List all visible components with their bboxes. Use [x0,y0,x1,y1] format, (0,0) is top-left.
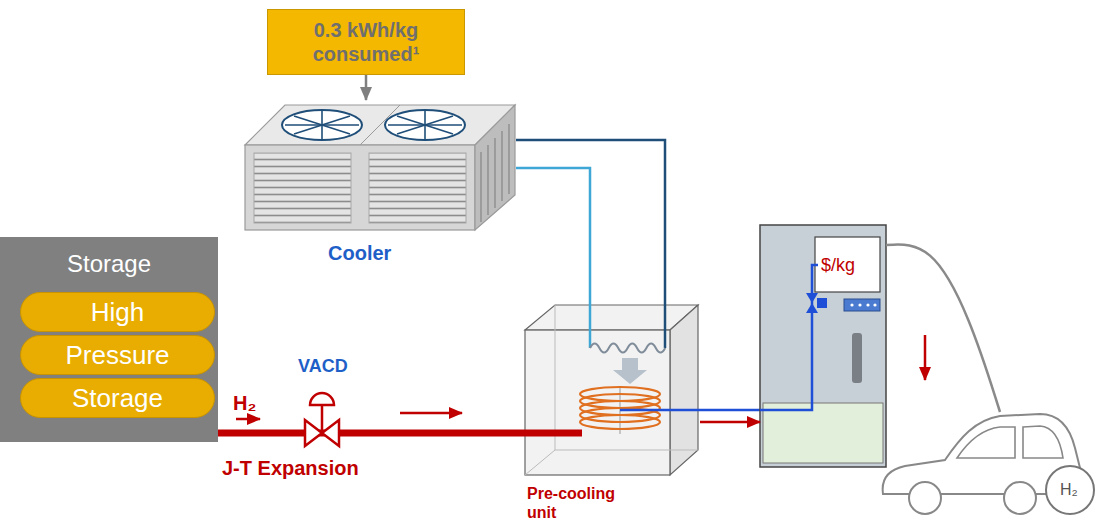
dispenser-illustration-part [815,237,880,292]
energy-callout-box: 0.3 kWh/kg consumed¹ [267,9,465,75]
pre-cooling-cube-part [613,358,647,384]
pre-cooling-cube-part [580,387,660,429]
hydrogen-pipe [218,430,520,437]
cooler-illustration-part [245,105,515,145]
pre-cooling-cube-part [525,450,555,475]
dispenser-illustration-part [852,333,862,383]
car-illustration-part [1004,482,1036,514]
pre-cooling-cube-part [664,300,667,348]
node-text: 0.3 kWh/kg consumed¹ [280,18,452,66]
dispenser-illustration-part [873,303,876,306]
dispenser-illustration-part [806,293,818,303]
dispenser-illustration-part [844,299,880,311]
power-arrow [365,75,368,100]
fuel-hose [886,245,1000,412]
pre-cooling-cube-part [620,409,700,412]
cooler-illustration-part-part [494,138,495,208]
flow-arrow [700,421,760,424]
node-text: Pre-cooling unit [527,484,627,522]
flow-arrow [236,418,260,421]
expansion-valve [305,393,339,446]
storage-panel: StorageHighPressureStorage [0,237,218,442]
car-illustration-part [957,427,1015,458]
pre-cooling-cube [520,300,700,475]
cooler-illustration-part-part [487,145,488,215]
vehicle: H₂ [875,412,1097,528]
node-text: $/kg [821,256,855,276]
cooler-illustration-part-part [480,152,481,222]
cooler-illustration-part [245,145,475,230]
cooler-illustration-part [285,111,462,139]
pre-cooling-cube-part-part [580,415,660,429]
expansion-valve-part [322,420,339,446]
car-illustration-part [1023,426,1063,458]
storage-pill: Pressure [20,335,215,375]
node-text: Storage [0,237,218,277]
dispenser-illustration-part [760,265,818,410]
cooler-illustration [245,105,515,230]
process-label-holder: J-T Expansion [222,457,359,480]
cooler-illustration-part [475,105,515,230]
car-illustration-part [1046,466,1094,514]
pre-cooling-unit: Pre-cooling unit [520,300,700,482]
dispenser-illustration-part [763,403,883,463]
dispenser-illustration [760,225,886,467]
cooler-illustration-part [369,153,466,223]
cooler-illustration-part [385,110,465,140]
cooler-unit: Cooler [240,100,516,235]
node-text: Pressure [65,342,169,368]
flow-arrow [924,335,927,380]
flow-arrow [400,412,462,415]
node-text: Storage [72,385,163,411]
cooler-illustration-part-part [508,124,509,194]
cooler-illustration-part-part [501,131,502,201]
coolant-line [516,168,590,300]
storage-pill: Storage [20,378,215,418]
flow-label: H₂ [233,392,256,414]
expansion-valve-part [305,420,322,446]
dispenser-illustration-part [858,303,861,306]
cooler-illustration-part-part [388,124,462,126]
node-text: High [91,299,144,325]
dispenser: $/kg [760,225,886,467]
process-label: J-T Expansion [222,457,359,479]
pre-cooling-cube-part [525,305,698,330]
pre-cooling-cube-part [525,330,670,475]
dispenser-illustration-part [850,303,853,306]
car-illustration-part [909,482,941,514]
expansion-valve-part [321,405,324,433]
coolant-line [516,140,665,300]
cooler-illustration-part-part [285,124,359,126]
dispenser-illustration-part [817,298,827,308]
valve-label-holder: VACD [298,356,348,377]
storage-pill: High [20,292,215,332]
node-text: Cooler [328,242,391,265]
pre-cooling-cube-part [555,305,556,450]
dispenser-illustration-part [866,303,869,306]
dispenser-illustration-part [760,225,886,467]
cooler-illustration-part [481,124,509,222]
pre-cooling-cube-part [589,300,592,348]
dispenser-illustration-part [806,303,818,313]
car-illustration [883,414,1094,514]
flow-label-holder: H₂ [233,392,256,415]
cooler-illustration-part [282,110,362,140]
pre-cooling-cube-part [520,430,582,437]
cooler-illustration-part [254,153,351,223]
blue-supply-line [700,409,760,412]
pre-cooling-cube-part [555,450,698,451]
node-text: H₂ [1060,480,1078,499]
expansion-valve-part [310,393,334,405]
pre-cooling-cube-part [590,344,665,353]
valve-label: VACD [298,356,348,376]
